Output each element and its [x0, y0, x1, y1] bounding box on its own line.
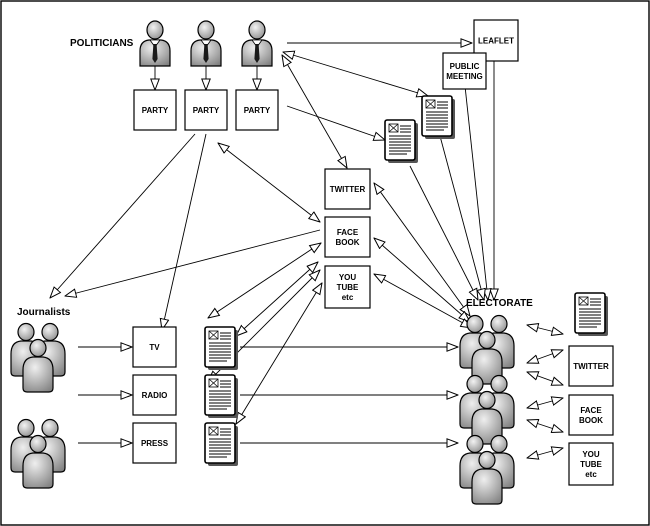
youtube-box-label: YOU	[339, 273, 357, 282]
twitter-box: TWITTER	[324, 168, 371, 210]
facebook-box-right-label: FACE	[580, 406, 602, 415]
politician-icon	[241, 20, 273, 67]
party-box-label: PARTY	[142, 106, 169, 115]
party-box-label: PARTY	[193, 106, 220, 115]
press-box-label: PRESS	[141, 439, 169, 448]
youtube-box-label: etc	[342, 293, 354, 302]
tv-box-label: TV	[149, 343, 160, 352]
party-box: PARTY	[184, 89, 228, 131]
document-icon	[204, 374, 239, 419]
document-icon	[421, 95, 456, 140]
document-icon	[204, 326, 239, 371]
arrows	[50, 43, 563, 458]
politician-icon	[139, 20, 171, 67]
document-icon	[574, 292, 609, 337]
electorate-label: ELECTORATE	[466, 298, 533, 309]
twitter-box-right-label: TWITTER	[573, 362, 609, 371]
leaflet-box-label: LEAFLET	[478, 37, 514, 46]
tv-box: TV	[132, 326, 177, 368]
journalists-group-icon	[11, 420, 65, 489]
public-meeting-box-label: MEETING	[446, 72, 482, 81]
public-meeting-box-label: PUBLIC	[450, 62, 480, 71]
politician-icon	[190, 20, 222, 67]
facebook-box-label: FACE	[337, 228, 359, 237]
document-icon	[384, 119, 419, 164]
document-icon	[204, 422, 239, 467]
press-box: PRESS	[132, 422, 177, 464]
youtube-box-right-label: etc	[585, 470, 597, 479]
youtube-box-label: TUBE	[337, 283, 359, 292]
party-box-label: PARTY	[244, 106, 271, 115]
radio-box-label: RADIO	[142, 391, 168, 400]
journalists-label: Journalists	[17, 307, 71, 318]
youtube-box-right-label: YOU	[582, 450, 600, 459]
electorate-group-icon	[460, 436, 514, 505]
politicians-label: POLITICIANS	[70, 38, 134, 49]
party-box: PARTY	[235, 89, 279, 131]
facebook-box-label: BOOK	[336, 238, 360, 247]
twitter-box-right: TWITTER	[568, 345, 614, 387]
radio-box: RADIO	[132, 374, 177, 416]
party-box: PARTY	[133, 89, 177, 131]
facebook-box-right-label: BOOK	[579, 416, 603, 425]
electorate-group-icon	[460, 376, 514, 445]
youtube-box-right-label: TUBE	[580, 460, 602, 469]
twitter-box-label: TWITTER	[330, 185, 366, 194]
journalists-group-icon	[11, 324, 65, 393]
electorate-group-icon	[460, 316, 514, 385]
